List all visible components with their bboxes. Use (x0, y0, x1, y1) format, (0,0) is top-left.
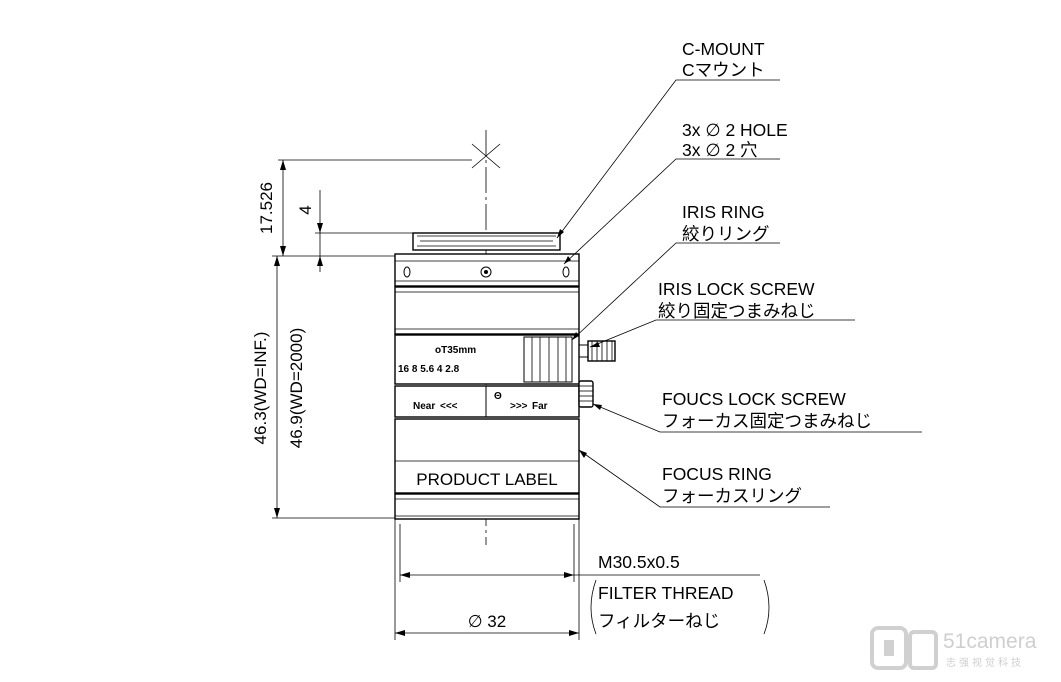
left-dimensions: 17.526 4 46.3(WD=INF.) 46.9(WD=2000) (251, 159, 472, 519)
hole-label-en: 3x ∅ 2 HOLE (682, 120, 788, 140)
far-label: Far (532, 401, 548, 412)
filter-thread-label-en: FILTER THREAD (598, 583, 733, 603)
hole-icon (562, 266, 570, 278)
focus-ring-label-ja: フォーカスリング (662, 486, 802, 506)
bottom-dimensions: ∅ 32 (394, 519, 760, 640)
dim-diameter: ∅ 32 (468, 612, 506, 631)
lens-model-text: oT35mm (435, 345, 476, 356)
leader-lines (556, 79, 922, 508)
hole-icon (403, 266, 411, 278)
lens-body: oT35mm 16 8 5.6 4 2.8 Near <<< Θ >>> Far (394, 232, 616, 520)
dim-length-inf: 46.3(WD=INF.) (251, 332, 270, 445)
callout-texts: C-MOUNT Cマウント 3x ∅ 2 HOLE 3x ∅ 2 穴 IRIS … (590, 39, 872, 635)
iris-lock-label-en: IRIS LOCK SCREW (658, 279, 815, 299)
near-arrows-icon: <<< (440, 401, 458, 412)
iris-scale-text: 16 8 5.6 4 2.8 (398, 364, 460, 375)
dim-length-2000: 46.9(WD=2000) (287, 328, 306, 448)
iris-lock-label-ja: 絞り固定つまみねじ (658, 301, 816, 321)
focus-lock-label-en: FOUCS LOCK SCREW (662, 389, 846, 409)
far-arrows-icon: >>> (510, 401, 528, 412)
iris-ring-label-ja: 絞りリング (682, 224, 770, 244)
focus-ring-label-en: FOCUS RING (662, 464, 772, 484)
iris-ring (394, 334, 580, 385)
hole-label-ja: 3x ∅ 2 穴 (682, 140, 758, 160)
c-mount-label-en: C-MOUNT (682, 39, 765, 59)
focus-ring (394, 418, 580, 494)
filter-thread-size: M30.5x0.5 (598, 552, 680, 572)
hole-icon (480, 266, 492, 278)
filter-thread-label-ja: フィルターねじ (598, 611, 720, 631)
dim-flange-back: 17.526 (257, 182, 276, 234)
near-label: Near (413, 401, 435, 412)
dim-mount-length: 4 (296, 205, 315, 214)
iris-ring-label-en: IRIS RING (682, 202, 765, 222)
watermark-sub: 志强视觉科技 (946, 656, 1024, 669)
focus-index-icon: Θ (494, 391, 502, 402)
camera-logo-icon (870, 626, 938, 670)
c-mount-label-ja: Cマウント (682, 60, 765, 80)
product-label-text: PRODUCT LABEL (416, 470, 557, 489)
watermark-logo: 51camera 志强视觉科技 (870, 626, 1037, 670)
watermark-brand: 51camera (943, 630, 1037, 653)
focus-lock-screw[interactable] (578, 380, 594, 408)
focus-lock-label-ja: フォーカス固定つまみねじ (662, 411, 872, 431)
